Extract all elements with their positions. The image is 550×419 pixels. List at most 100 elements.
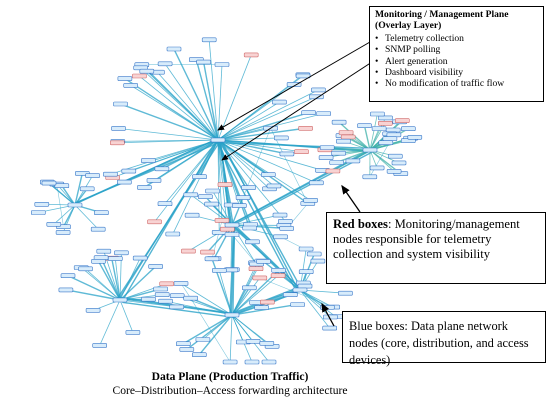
network-edge xyxy=(164,139,219,204)
management-plane-list: Telemetry collection SNMP polling Alert … xyxy=(375,33,538,90)
data-plane-node xyxy=(311,87,326,93)
network-edge xyxy=(270,128,309,204)
data-plane-node xyxy=(176,341,191,347)
network-edge xyxy=(219,139,372,152)
data-plane-node xyxy=(214,62,230,67)
data-plane-node xyxy=(273,135,289,141)
network-edge xyxy=(198,139,219,178)
network-edge xyxy=(118,139,219,299)
network-edge xyxy=(180,283,233,316)
management-plane-subtitle: (Overlay Layer) xyxy=(375,20,442,32)
data-plane-node xyxy=(94,210,109,215)
data-plane-node xyxy=(385,127,401,133)
network-edge xyxy=(119,265,157,301)
network-edge xyxy=(217,139,302,153)
data-plane-node xyxy=(259,340,275,346)
monitoring-node xyxy=(220,226,235,232)
network-edge xyxy=(195,59,219,141)
red-boxes-callout: Red boxes: Monitoring/management nodes r… xyxy=(326,212,546,284)
arrow-blue-callout xyxy=(321,302,335,327)
network-edge xyxy=(186,314,233,350)
data-plane-node xyxy=(310,258,326,264)
network-edge xyxy=(217,127,271,141)
data-plane-node xyxy=(123,83,138,88)
data-plane-node xyxy=(201,37,217,43)
network-edge xyxy=(190,297,233,316)
data-plane-node xyxy=(319,145,335,150)
network-edge xyxy=(124,139,219,183)
data-plane-node xyxy=(322,325,338,331)
data-plane-node xyxy=(273,234,288,240)
data-plane-node xyxy=(103,171,118,177)
network-edge xyxy=(232,224,301,292)
network-edge xyxy=(280,236,315,255)
data-plane-node xyxy=(54,183,70,188)
data-plane-node xyxy=(90,226,106,232)
monitoring-node xyxy=(394,118,410,123)
data-plane-node xyxy=(309,180,324,186)
network-edge xyxy=(231,314,254,342)
data-plane-node xyxy=(382,136,398,141)
data-plane-node xyxy=(183,192,199,198)
data-plane-node xyxy=(362,147,378,153)
data-plane-node xyxy=(139,68,155,74)
network-edge xyxy=(202,62,219,141)
data-plane-node xyxy=(55,230,71,235)
monitoring-node xyxy=(159,281,174,287)
network-edge xyxy=(231,214,281,226)
monitoring-node xyxy=(243,52,259,58)
arrow-mgmt-to-hub xyxy=(221,61,373,161)
data-plane-node xyxy=(91,258,106,264)
network-edge xyxy=(231,314,253,363)
data-plane-node xyxy=(316,111,332,116)
data-plane-node xyxy=(224,232,240,237)
network-edge xyxy=(217,139,270,190)
data-plane-node xyxy=(210,137,226,143)
monitoring-node xyxy=(200,249,215,255)
data-plane-node xyxy=(137,185,152,190)
network-edge xyxy=(217,139,287,155)
network-edge xyxy=(231,224,287,230)
data-plane-node xyxy=(92,343,107,348)
network-edge xyxy=(217,137,282,141)
network-edge xyxy=(217,139,286,222)
network-edge xyxy=(62,204,76,228)
network-edge xyxy=(369,128,380,151)
network-edge xyxy=(231,224,281,238)
data-plane-node xyxy=(30,210,46,215)
data-plane-node xyxy=(184,212,200,218)
network-edge xyxy=(128,139,219,172)
network-edge xyxy=(119,257,141,301)
network-edge xyxy=(217,89,319,141)
data-plane-node xyxy=(378,115,393,121)
data-plane-node xyxy=(85,307,101,313)
data-plane-node xyxy=(235,195,251,200)
network-edge xyxy=(231,269,280,316)
management-item: No modification of traffic flow xyxy=(375,78,538,90)
network-edge xyxy=(114,258,121,301)
data-plane-node xyxy=(121,168,137,174)
data-plane-node xyxy=(338,290,353,296)
data-plane-node xyxy=(362,174,378,180)
data-plane-node xyxy=(254,305,269,310)
data-plane-node xyxy=(132,255,148,261)
data-plane-node xyxy=(148,264,163,269)
monitoring-node xyxy=(338,130,354,135)
data-plane-node xyxy=(141,296,156,302)
data-plane-node xyxy=(111,126,126,131)
data-plane-node xyxy=(241,185,256,190)
network-edge xyxy=(124,77,219,141)
data-plane-node xyxy=(166,46,182,52)
data-plane-node xyxy=(306,251,322,257)
data-plane-node xyxy=(295,73,311,79)
data-plane-node xyxy=(173,281,189,286)
monitoring-node xyxy=(340,134,356,140)
data-plane-node xyxy=(345,158,361,164)
network-edge xyxy=(99,299,121,346)
data-plane-node xyxy=(212,268,227,273)
network-edge xyxy=(198,314,233,356)
monitoring-node xyxy=(377,121,393,126)
network-edge xyxy=(180,283,191,299)
network-edge xyxy=(157,71,219,141)
monitoring-node xyxy=(248,266,264,272)
